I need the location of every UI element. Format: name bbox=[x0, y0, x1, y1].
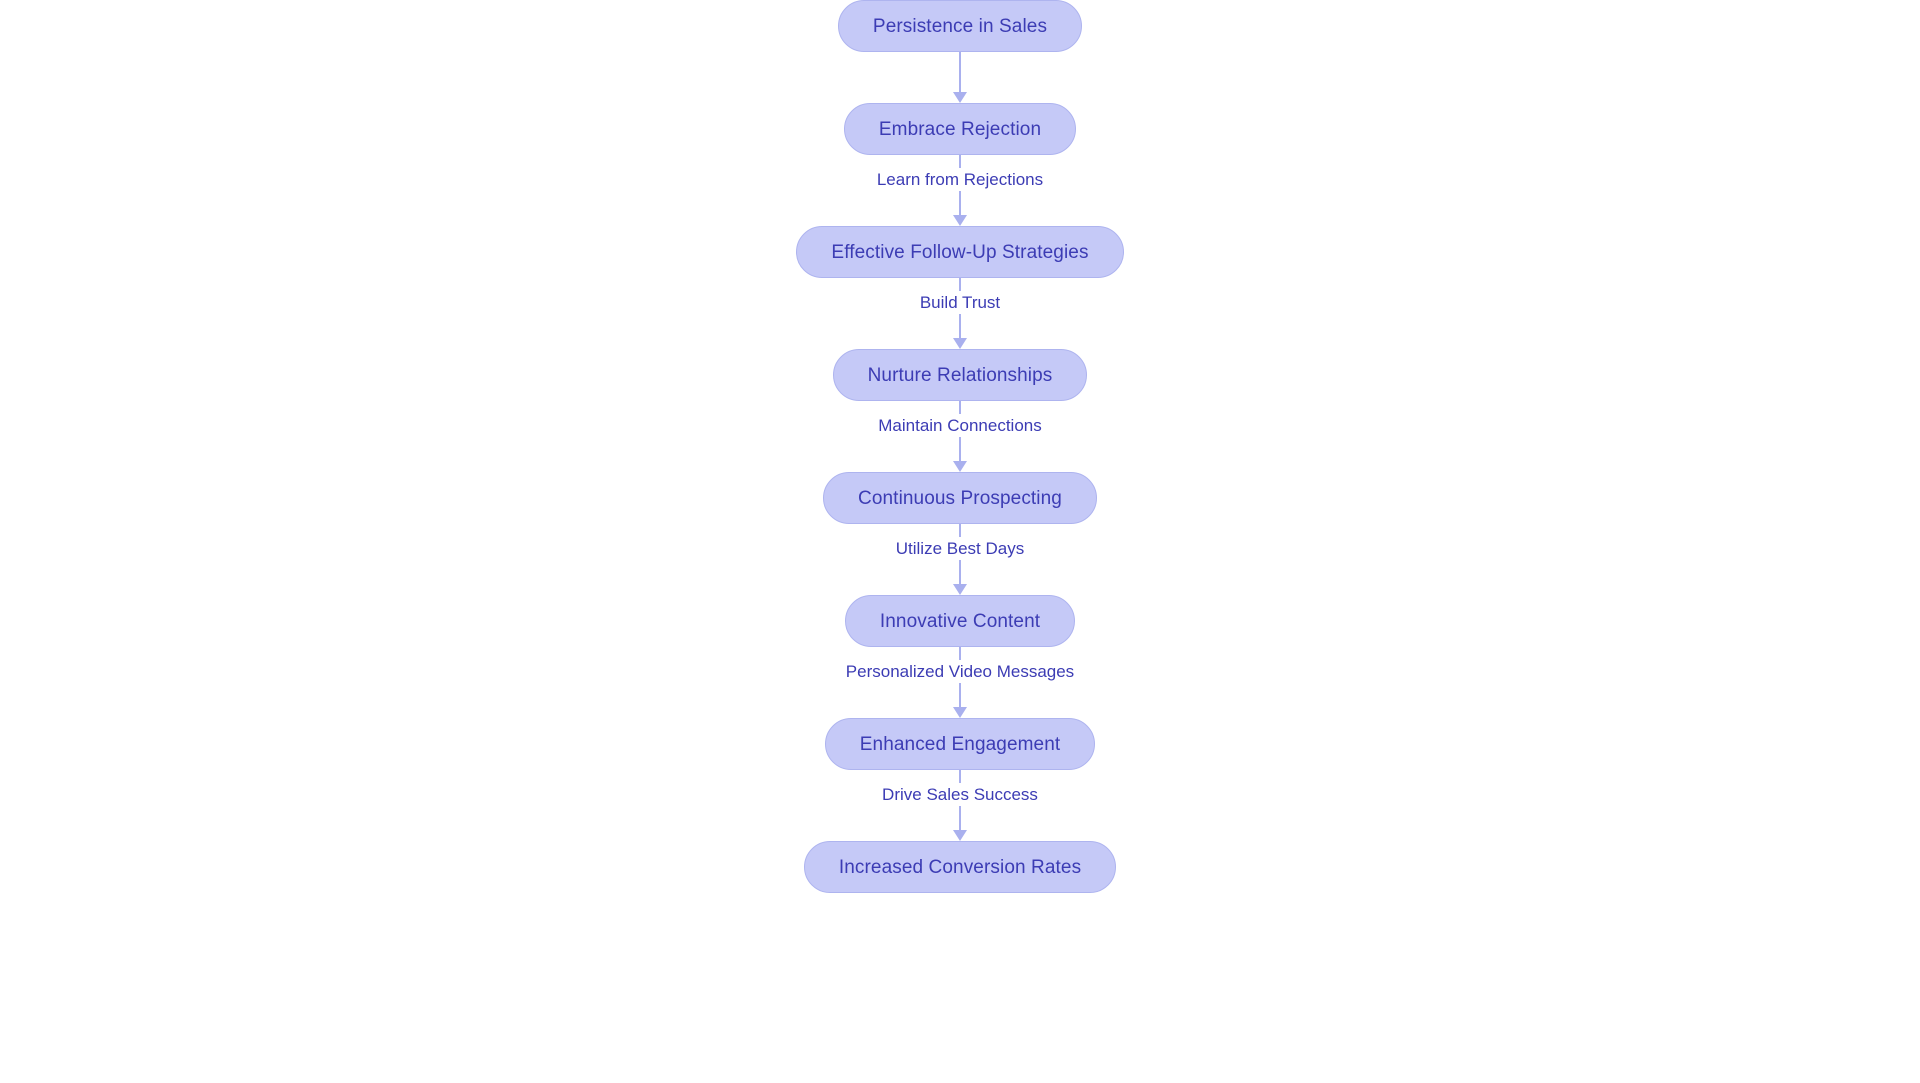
flow-edge-persistence-to-embrace bbox=[0, 52, 1920, 103]
arrow-down-icon bbox=[953, 338, 967, 349]
arrow-down-icon bbox=[953, 92, 967, 103]
flow-edge-label: Build Trust bbox=[913, 291, 1007, 314]
flow-node-innovative-content[interactable]: Innovative Content bbox=[844, 595, 1076, 647]
flow-node-effective-follow-up[interactable]: Effective Follow-Up Strategies bbox=[796, 226, 1124, 278]
arrow-down-icon bbox=[953, 215, 967, 226]
flow-node-label: Enhanced Engagement bbox=[859, 733, 1061, 755]
flow-node-label: Continuous Prospecting bbox=[858, 487, 1062, 509]
flow-node-label: Nurture Relationships bbox=[867, 364, 1053, 386]
flow-node-persistence-in-sales[interactable]: Persistence in Sales bbox=[837, 0, 1083, 52]
flow-node-label: Effective Follow-Up Strategies bbox=[831, 241, 1089, 263]
flow-edge-label: Learn from Rejections bbox=[870, 168, 1050, 191]
flow-edge-prospecting-to-content: Utilize Best Days bbox=[0, 524, 1920, 595]
flow-edge-label: Drive Sales Success bbox=[876, 783, 1044, 806]
flow-edge-nurture-to-prospecting: Maintain Connections bbox=[0, 401, 1920, 472]
arrow-down-icon bbox=[953, 461, 967, 472]
flow-edge-label: Personalized Video Messages bbox=[839, 660, 1081, 683]
flow-edge-engagement-to-conversion: Drive Sales Success bbox=[0, 770, 1920, 841]
arrow-down-icon bbox=[953, 830, 967, 841]
flow-edge-content-to-engagement: Personalized Video Messages bbox=[0, 647, 1920, 718]
flow-node-enhanced-engagement[interactable]: Enhanced Engagement bbox=[824, 718, 1096, 770]
flow-node-label: Innovative Content bbox=[879, 610, 1041, 632]
flow-edge-label: Maintain Connections bbox=[872, 414, 1048, 437]
edge-line bbox=[959, 52, 961, 93]
flow-edge-followup-to-nurture: Build Trust bbox=[0, 278, 1920, 349]
arrow-down-icon bbox=[953, 707, 967, 718]
flow-node-label: Persistence in Sales bbox=[872, 15, 1048, 37]
flow-node-embrace-rejection[interactable]: Embrace Rejection bbox=[843, 103, 1077, 155]
flow-node-continuous-prospecting[interactable]: Continuous Prospecting bbox=[823, 472, 1097, 524]
flow-node-label: Increased Conversion Rates bbox=[838, 856, 1082, 878]
flow-node-label: Embrace Rejection bbox=[878, 118, 1042, 140]
flow-node-increased-conversion-rates[interactable]: Increased Conversion Rates bbox=[803, 841, 1117, 893]
flow-node-nurture-relationships[interactable]: Nurture Relationships bbox=[832, 349, 1088, 401]
arrow-down-icon bbox=[953, 584, 967, 595]
flow-edge-embrace-to-followup: Learn from Rejections bbox=[0, 155, 1920, 226]
flow-edge-label: Utilize Best Days bbox=[889, 537, 1031, 560]
